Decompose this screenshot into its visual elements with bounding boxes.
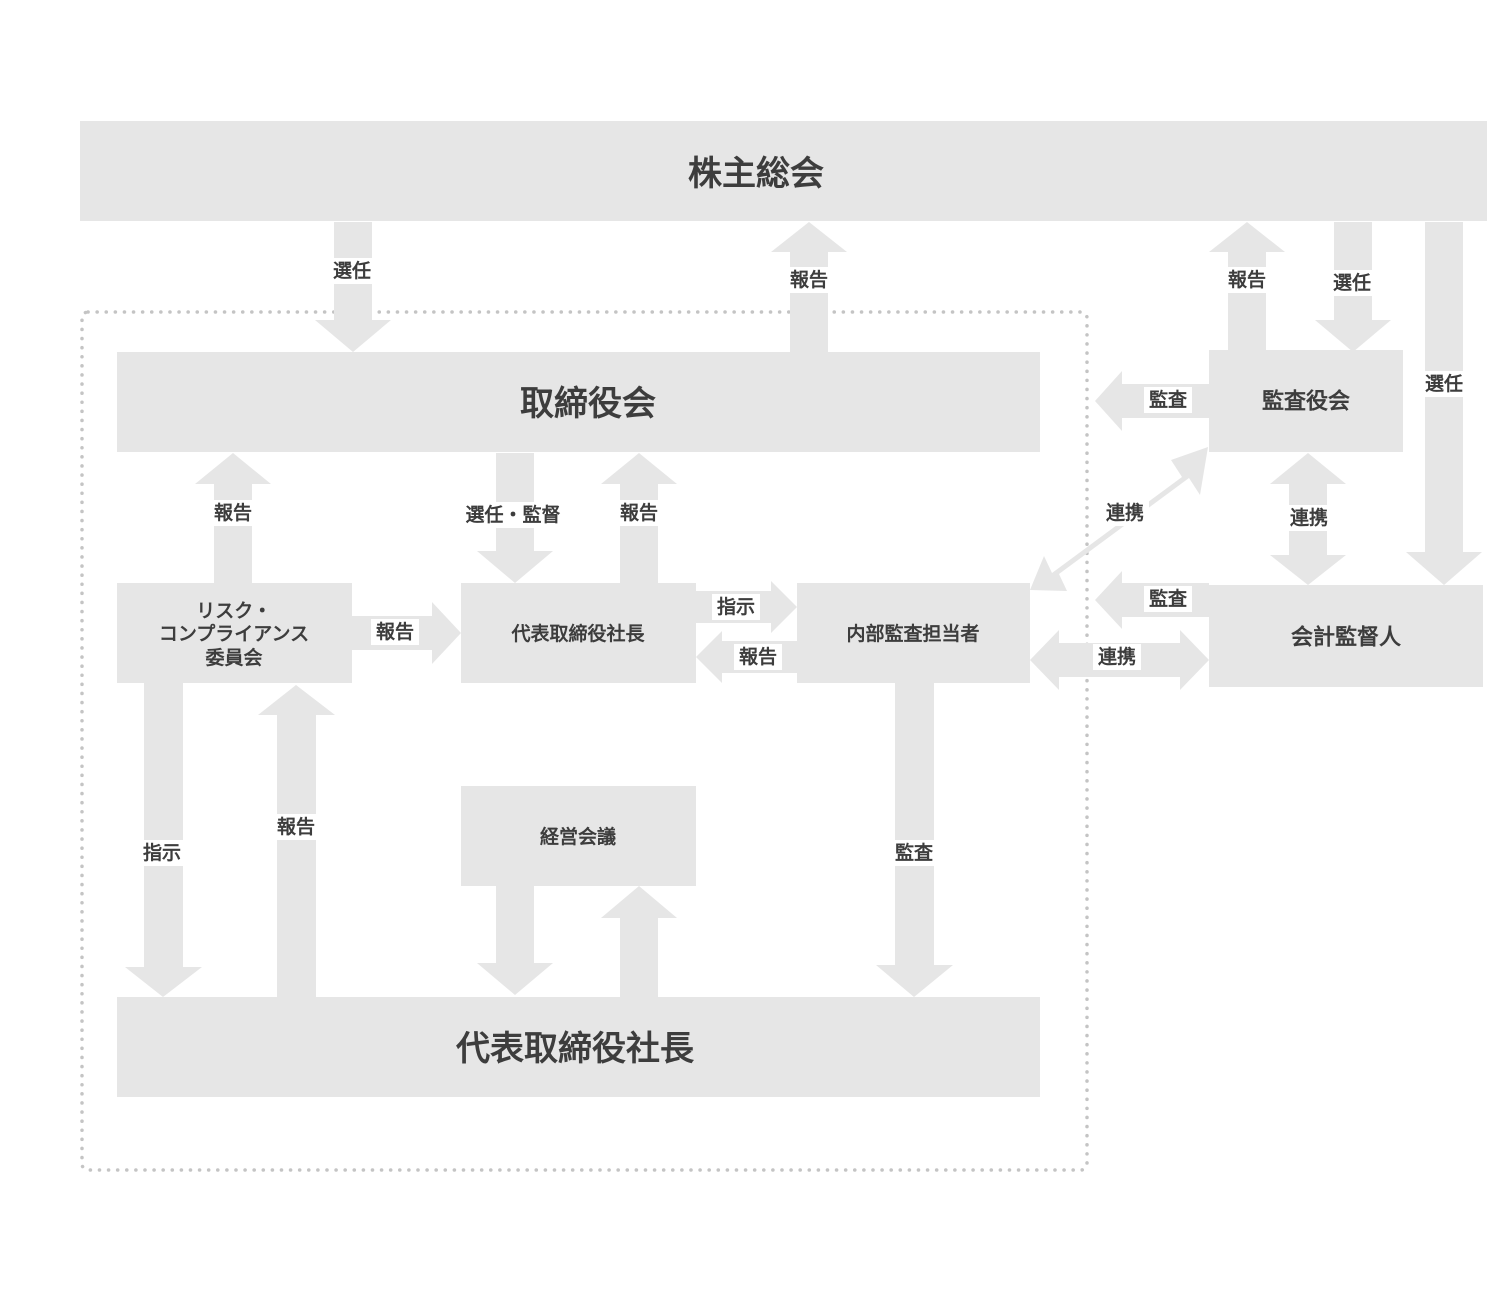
risk-committee-title-line2: コンプライアンス (159, 622, 309, 645)
label-instruct-internal: 指示 (717, 596, 755, 618)
risk-committee-title-line1: リスク・ (196, 600, 272, 622)
label-pad (1101, 500, 1149, 526)
arrow-president-to-management (601, 886, 677, 997)
shareholders-meeting-title: 株主総会 (688, 154, 824, 194)
audit-board-box (1209, 350, 1403, 452)
president-bottom-title: 代表取締役社長 (455, 1029, 695, 1069)
label-cooperation-internal-accounting: 連携 (1098, 645, 1136, 668)
risk-committee-title-line3: 委員会 (204, 646, 262, 669)
label-report-up-to-risk: 報告 (277, 815, 315, 838)
risk-committee-box (117, 583, 352, 683)
label-pad (1144, 586, 1192, 612)
label-pad (1420, 371, 1468, 397)
label-elect-accounting: 選任 (1425, 372, 1463, 395)
shareholders-meeting-box (80, 121, 1487, 221)
management-meeting-title: 経営会議 (540, 825, 616, 848)
label-pad (890, 840, 938, 866)
arrow-elect-accounting-auditor (1406, 222, 1482, 585)
label-president-report-to-board: 報告 (620, 501, 658, 524)
label-report-board-to-shareholders: 報告 (790, 268, 828, 291)
label-pad (1285, 505, 1333, 531)
arrow-cooperation-internal-audit (1030, 447, 1208, 591)
president-mid-box (461, 583, 696, 683)
president-mid-title: 代表取締役社長 (510, 622, 645, 645)
label-internal-audit-down: 監査 (895, 841, 934, 864)
board-of-directors-title: 取締役会 (520, 384, 656, 424)
label-audit-board-check: 監査 (1149, 388, 1188, 411)
label-pad (272, 814, 320, 840)
label-pad (328, 258, 376, 284)
label-pad (1144, 387, 1192, 413)
label-pad (1093, 644, 1141, 670)
label-risk-report-to-president: 報告 (376, 620, 414, 643)
label-pad (615, 500, 663, 526)
label-pad (734, 644, 782, 670)
internal-auditor-box (797, 583, 1030, 683)
audit-board-title: 監査役会 (1262, 389, 1350, 415)
label-instruct-president-bottom: 指示 (143, 842, 181, 864)
president-bottom-box (117, 997, 1040, 1097)
internal-auditor-title: 内部監査担当者 (846, 622, 979, 645)
label-pad (371, 619, 419, 645)
label-pad (138, 840, 186, 866)
label-board-elect-supervise: 選任・監督 (465, 503, 560, 526)
label-internal-report-to-president: 報告 (739, 645, 777, 668)
label-pad (712, 594, 760, 620)
label-cooperation-internal-audit: 連携 (1106, 501, 1144, 524)
accounting-auditor-box (1209, 585, 1483, 687)
label-pad (1223, 267, 1271, 293)
label-elect-board: 選任 (333, 259, 371, 282)
board-of-directors-box (117, 352, 1040, 452)
label-cooperation-audit-accounting: 連携 (1290, 506, 1328, 529)
label-pad (1328, 270, 1376, 296)
label-pad (457, 502, 569, 528)
label-risk-report-to-board: 報告 (214, 501, 252, 524)
label-elect-audit-board: 選任 (1333, 271, 1371, 294)
arrow-management-to-president (477, 886, 553, 995)
arrow-elect-board (315, 222, 391, 352)
accounting-auditor-title: 会計監督人 (1291, 625, 1401, 651)
management-meeting-box (461, 786, 696, 886)
arrow-report-up-to-risk (258, 685, 335, 997)
label-report-audit-to-shareholders: 報告 (1228, 268, 1266, 291)
label-accounting-audit-check: 監査 (1149, 587, 1188, 610)
label-pad (785, 267, 833, 293)
label-pad (209, 500, 257, 526)
